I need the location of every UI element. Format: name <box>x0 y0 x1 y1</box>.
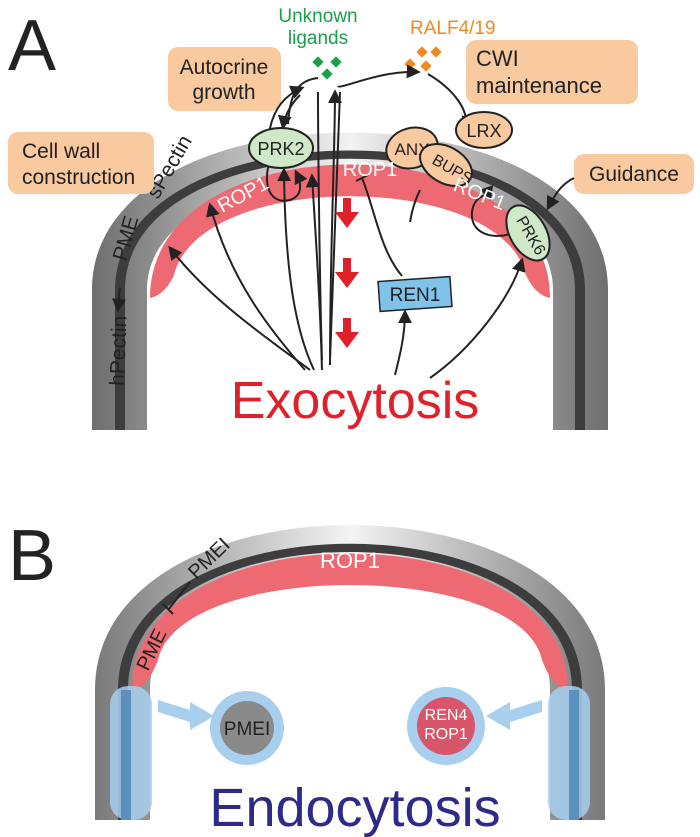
prk6-receptor <box>505 204 551 262</box>
membrane-left-overlay <box>121 690 131 820</box>
cwi-line2: maintenance <box>476 73 602 98</box>
rop1-zone <box>150 164 550 298</box>
pme-pmei-inhibition-bar <box>162 603 174 615</box>
endocytosis-label: Endocytosis <box>209 778 500 837</box>
lrx-protein <box>455 111 513 149</box>
rop1-vesicle-label: ROP1 <box>424 726 468 743</box>
rop1-cap-b <box>132 553 568 690</box>
cwi-line1: CWI <box>476 46 519 71</box>
prk2-label: PRK2 <box>257 139 304 159</box>
exocytosis-label: Exocytosis <box>231 372 480 430</box>
autocrine-box <box>168 47 281 111</box>
ren1-label: REN1 <box>390 285 441 306</box>
rop1-center-label: ROP1 <box>343 159 397 181</box>
bups-receptor <box>419 143 473 187</box>
cell-wall-box <box>8 132 154 194</box>
pmei-vesicle-core <box>220 701 274 755</box>
ralf-ligand-icons <box>404 46 442 72</box>
cell-wall-outer <box>92 132 608 430</box>
exocytosis-flow-arrows <box>335 198 359 348</box>
pme-pmei-inhibition-line <box>167 581 191 611</box>
endocytosis-arrow-left <box>158 700 214 730</box>
ren1-box <box>377 275 453 313</box>
signaling-arrows <box>168 64 575 379</box>
panel-a-letter: A <box>8 6 56 86</box>
membrane-right-overlay <box>569 690 579 820</box>
cell-wall-line1: Cell wall <box>22 140 100 163</box>
endocytosis-arrow-right <box>486 700 542 730</box>
ren4-label: REN4 <box>425 707 468 724</box>
panel-a: A sPectin PME hPectin Autocrine growth C… <box>8 6 694 430</box>
prk2-receptor <box>248 127 314 169</box>
pmei-vesicle-label: PMEI <box>224 719 270 740</box>
rop1-b-label: ROP1 <box>320 548 380 573</box>
pme-to-hpectin-arrow <box>112 287 126 313</box>
unknown-ligand-icons <box>312 56 342 80</box>
cwi-box <box>466 40 638 104</box>
ren4-rop1-vesicle-core <box>417 697 475 755</box>
panel-b: B ROP1 PME PMEI PMEI REN4 ROP1 Endocytos… <box>8 516 605 837</box>
autocrine-line2: growth <box>192 81 255 104</box>
lrx-label: LRX <box>466 121 501 141</box>
ralf-label: RALF4/19 <box>410 18 496 39</box>
hpectin-label: hPectin <box>106 315 131 386</box>
cell-wall-line2: construction <box>22 166 135 189</box>
autocrine-line1: Autocrine <box>180 56 269 79</box>
unknown-ligands-line2: ligands <box>288 28 348 49</box>
guidance-label: Guidance <box>589 163 679 186</box>
guidance-box <box>574 154 694 194</box>
unknown-ligands-line1: Unknown <box>278 6 357 27</box>
panel-b-letter: B <box>8 516 56 596</box>
